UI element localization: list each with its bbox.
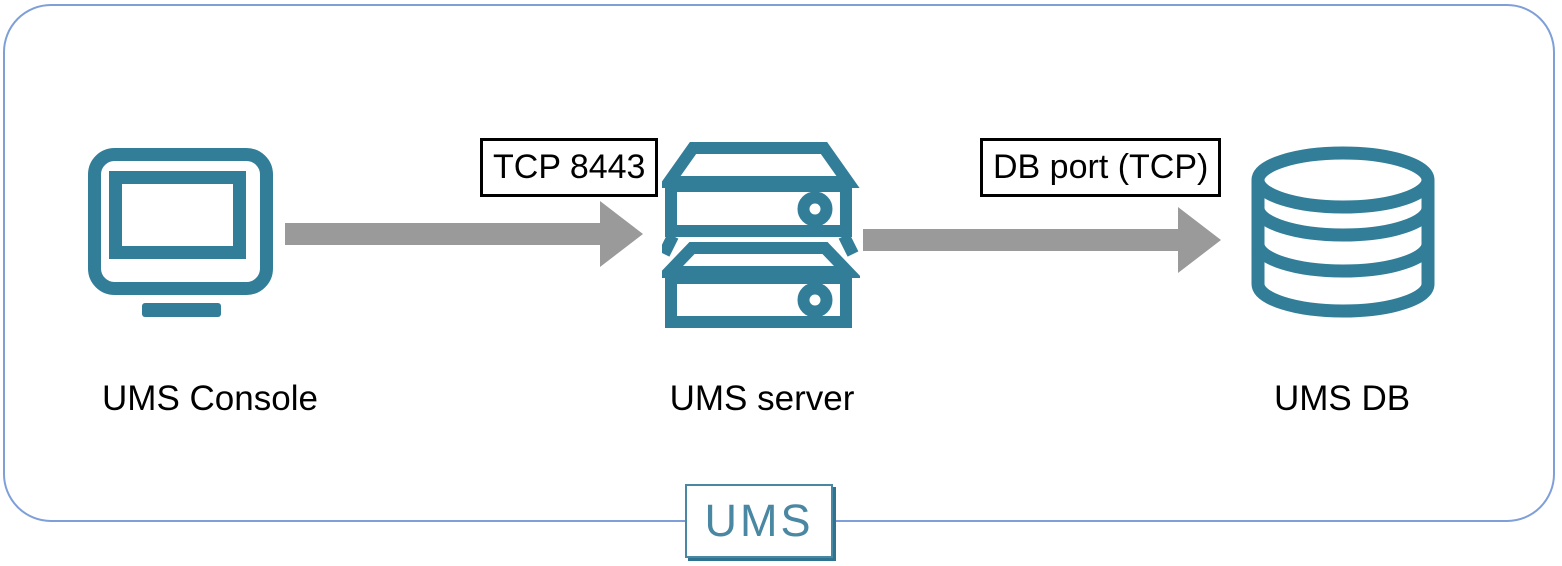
connection-label-db-port: DB port (TCP) [980, 138, 1222, 198]
ums-badge: UMS [685, 484, 833, 558]
node-label-ums-console: UMS Console [102, 379, 318, 418]
ums-badge-label: UMS [704, 494, 814, 546]
node-label-ums-db: UMS DB [1273, 379, 1411, 418]
server-stack-icon [662, 142, 860, 328]
arrow-right-icon [285, 201, 643, 267]
connection-label-tcp-8443: TCP 8443 [480, 138, 659, 198]
monitor-icon [88, 148, 273, 317]
database-icon [1251, 146, 1435, 318]
arrow-right-icon [863, 207, 1221, 273]
node-label-ums-server: UMS server [669, 379, 855, 418]
